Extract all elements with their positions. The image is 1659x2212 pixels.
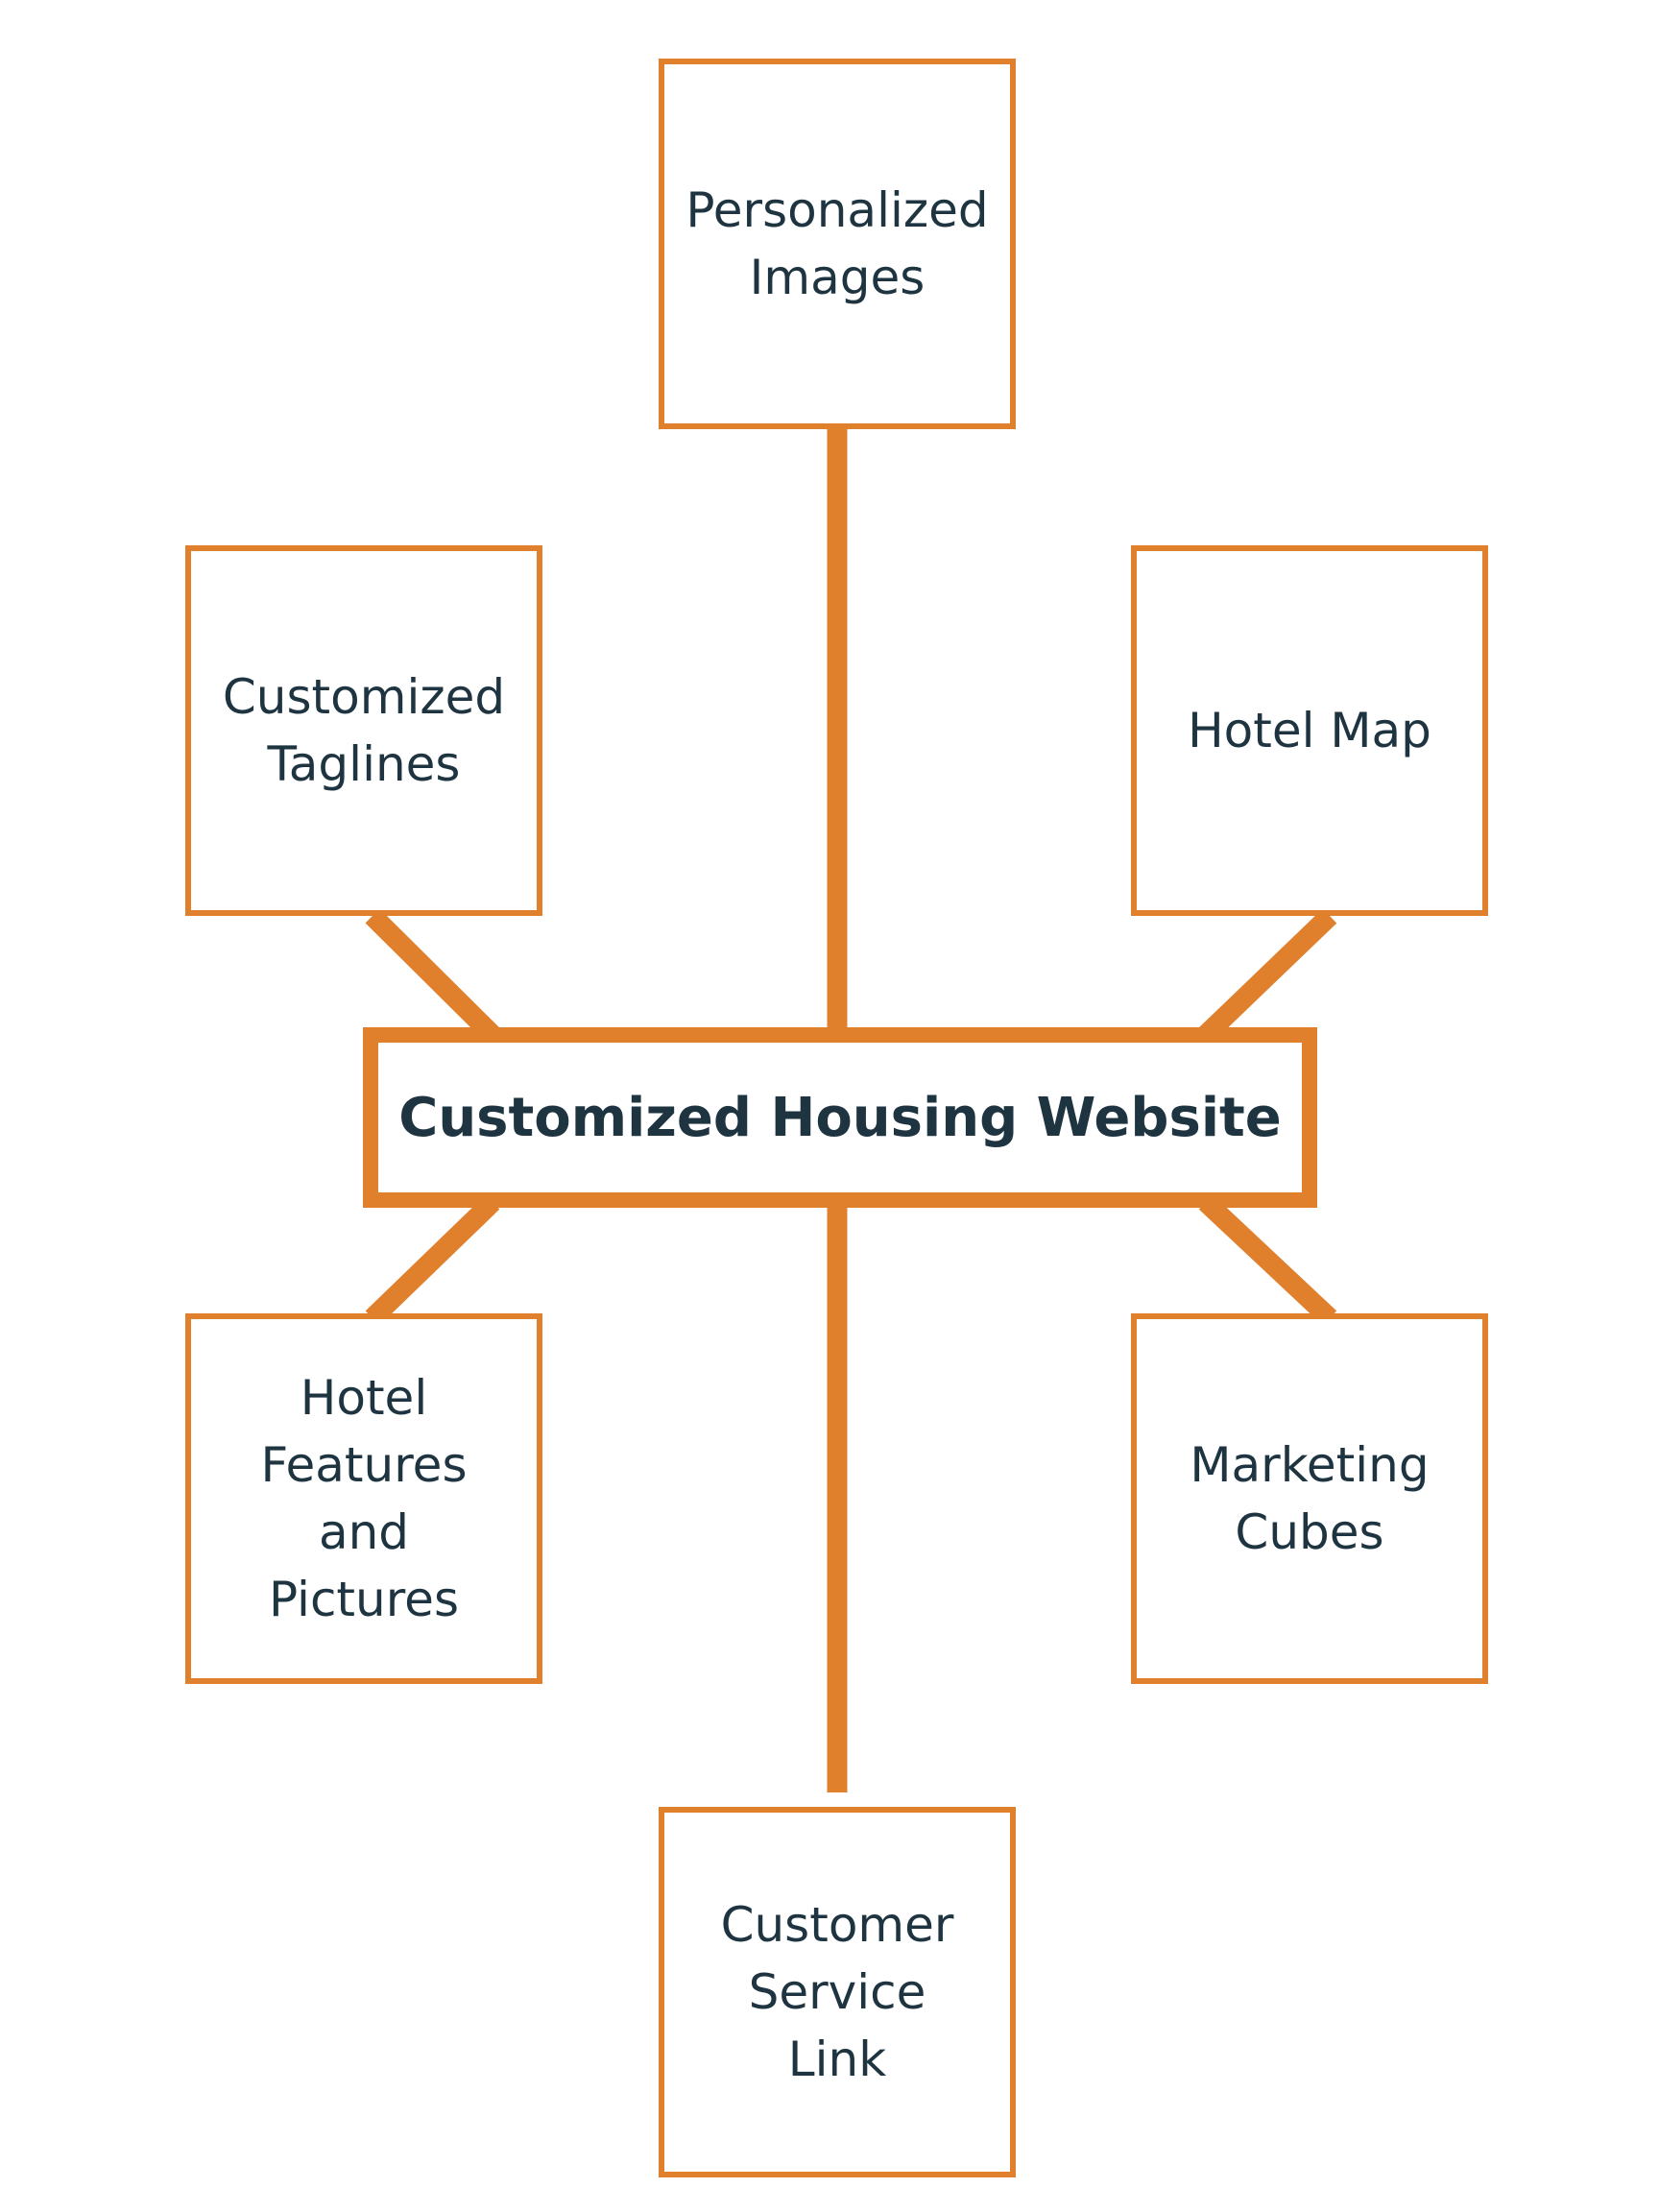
node-hotel-map: Hotel Map [1131,545,1488,916]
node-label: Customer Service Link [720,1897,954,2087]
node-label: Marketing Cubes [1190,1437,1430,1560]
center-node: Customized Housing Website [363,1027,1317,1208]
node-customized-taglines: Customized Taglines [185,545,542,916]
node-marketing-cubes: Marketing Cubes [1131,1313,1488,1684]
node-customer-service-link: Customer Service Link [659,1807,1016,2177]
node-hotel-features-and-pictures: Hotel Features and Pictures [185,1313,542,1684]
node-label: Customized Taglines [222,669,506,792]
node-personalized-images: Personalized Images [659,59,1016,429]
node-label: Personalized Images [685,182,989,305]
node-label: Hotel Features and Pictures [260,1370,468,1627]
connector-lower-right [1198,1194,1337,1326]
node-label: Hotel Map [1188,703,1431,758]
connector-upper-left [365,908,500,1043]
connector-lower-left [365,1194,500,1326]
connector-upper-right [1198,908,1337,1043]
center-node-label: Customized Housing Website [398,1086,1282,1149]
